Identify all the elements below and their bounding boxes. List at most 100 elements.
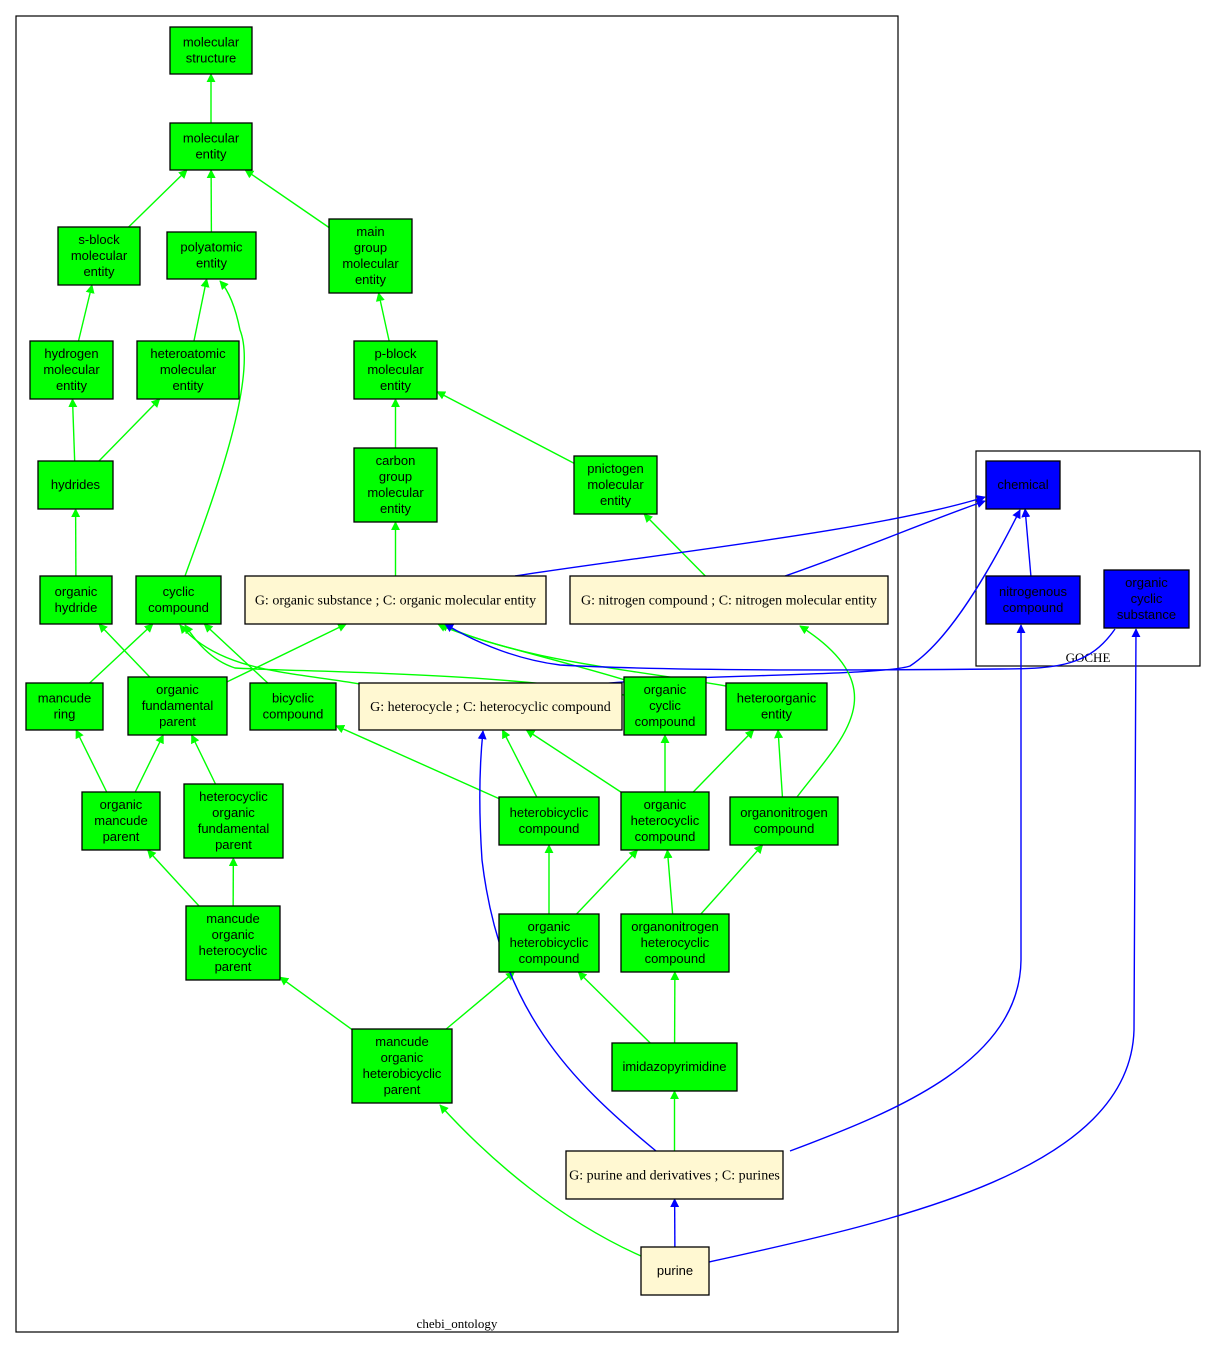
node-box [1103,569,1190,629]
node-box [358,682,623,731]
node-label: organic [1125,575,1168,590]
node-box [249,682,337,731]
node-box [183,783,284,859]
node-label: pnictogen [587,461,643,476]
edge-organic-substance-to-chemical [514,495,986,577]
node-nitrogen-compound[interactable]: G: nitrogen compound ; C: nitrogen molec… [569,575,889,625]
node-box [985,575,1081,625]
node-label: entity [195,147,227,162]
edge-p-block-to-main-group [375,292,390,342]
node-label: entity [355,272,387,287]
node-heterocycle[interactable]: G: heterocycle ; C: heterocyclic compoun… [358,682,623,731]
node-box [29,340,114,400]
node-label: compound [635,714,696,729]
edge-organic-heterocyclic-compound-to-heterocycle [525,729,622,793]
node-organic-substance[interactable]: G: organic substance ; C: organic molecu… [244,575,547,625]
node-label: cyclic [163,584,195,599]
node-label: compound [1003,600,1064,615]
node-hydrides[interactable]: hydrides [37,460,114,510]
edge-heterocyclic-ofp-to-organic-fundamental-parent [190,734,217,785]
edge-cyclic-compound-to-polyatomic [184,280,245,577]
node-label: group [354,240,387,255]
node-box [169,122,253,171]
node-box [244,575,547,625]
node-label: substance [1117,607,1176,622]
node-label: entity [56,378,88,393]
node-box [37,460,114,510]
node-label: p-block [375,346,417,361]
node-label: chemical [997,477,1048,492]
edge-purines-to-nitrogenous-compound [789,624,1026,1152]
node-chemical[interactable]: chemical [985,460,1061,510]
edge-hydrides-to-hydrogen-me [68,398,78,462]
node-purines[interactable]: G: purine and derivatives ; C: purines [565,1150,784,1200]
node-label: hydride [55,600,98,615]
edge-heterobicyclic-compound-to-heterocycle [501,729,538,798]
node-label: organic [644,797,687,812]
node-label: organic [212,927,255,942]
node-label: entity [380,378,412,393]
node-label: G: organic substance ; C: organic molecu… [255,593,536,608]
node-label: parent [384,1082,421,1097]
node-purine[interactable]: purine [640,1246,710,1296]
node-label: molecular [160,362,217,377]
node-box [729,796,839,846]
node-box [166,231,257,280]
node-box [498,913,600,973]
node-label: parent [215,959,252,974]
node-box [611,1042,738,1092]
cluster-label: GOCHE [1066,650,1111,665]
node-label: polyatomic [180,240,243,255]
node-label: G: purine and derivatives ; C: purines [569,1168,780,1183]
node-box [127,676,228,736]
node-label: molecular [183,131,240,146]
node-label: molecular [43,362,100,377]
node-imidazopyrimidine[interactable]: imidazopyrimidine [611,1042,738,1092]
node-box [185,905,281,981]
edge-nitrogen-compound-to-chemical [784,499,986,577]
node-label: parent [215,837,252,852]
edge-nitrogenous-compound-to-chemical [1021,508,1032,577]
node-label: heteroorganic [737,691,817,706]
node-box [725,682,828,731]
node-label: G: nitrogen compound ; C: nitrogen molec… [581,593,877,608]
node-label: compound [645,951,706,966]
edge-organonitrogen-compound-to-heteroorganic-entity [774,729,784,798]
edge-organic-cyclic-compound-to-organic-substance [437,623,626,681]
node-label: parent [159,714,196,729]
node-label: compound [263,707,324,722]
edge-mancude-ring-to-cyclic-compound [89,623,154,684]
edge-organic-mancude-parent-to-organic-fundamental-parent [134,734,164,793]
edge-organic-mancude-parent-to-mancude-ring [75,729,108,793]
node-box [353,340,438,400]
